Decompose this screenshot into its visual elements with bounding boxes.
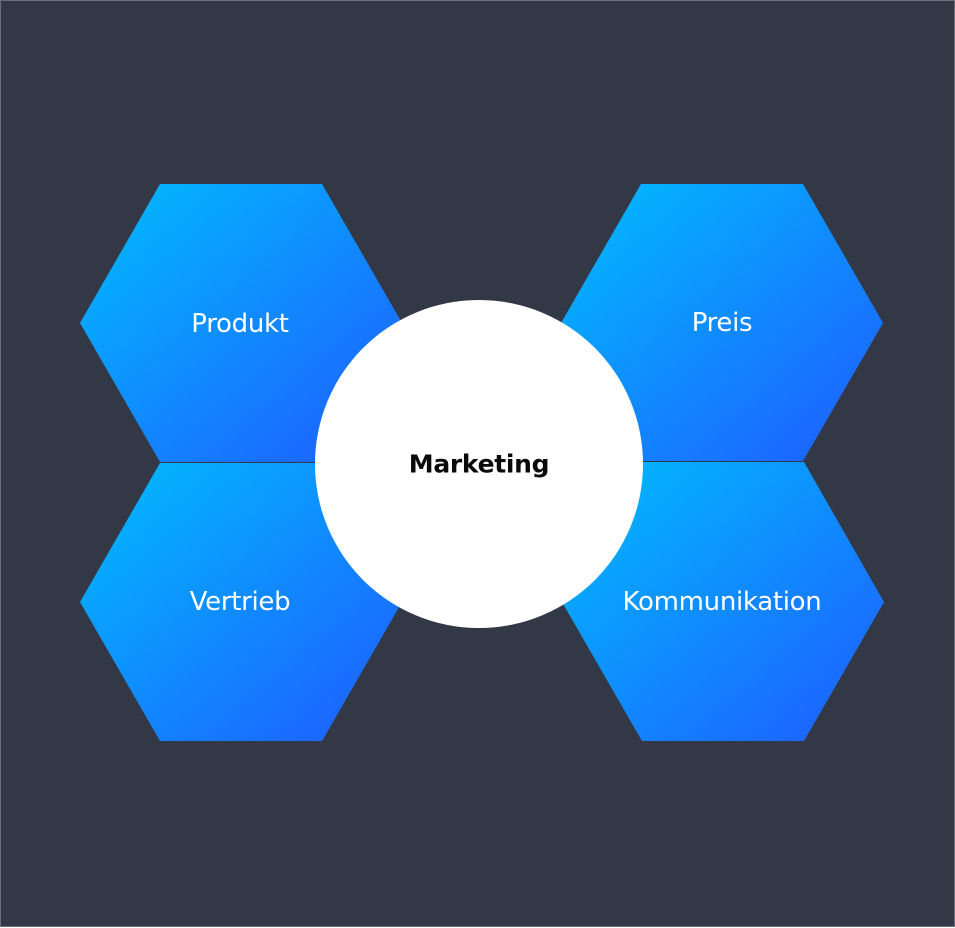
hexagon-vertrieb — [80, 463, 402, 741]
hexagon-kommunikation — [562, 462, 884, 741]
center-label-marketing: Marketing — [408, 449, 550, 479]
node-label-preis: Preis — [691, 308, 753, 338]
node-label-produkt: Produkt — [191, 309, 289, 339]
hexagon-preis — [561, 184, 883, 461]
node-label-kommunikation: Kommunikation — [622, 587, 822, 617]
center-circle — [315, 300, 643, 628]
node-label-vertrieb: Vertrieb — [189, 587, 291, 617]
hexagon-produkt — [80, 184, 402, 462]
